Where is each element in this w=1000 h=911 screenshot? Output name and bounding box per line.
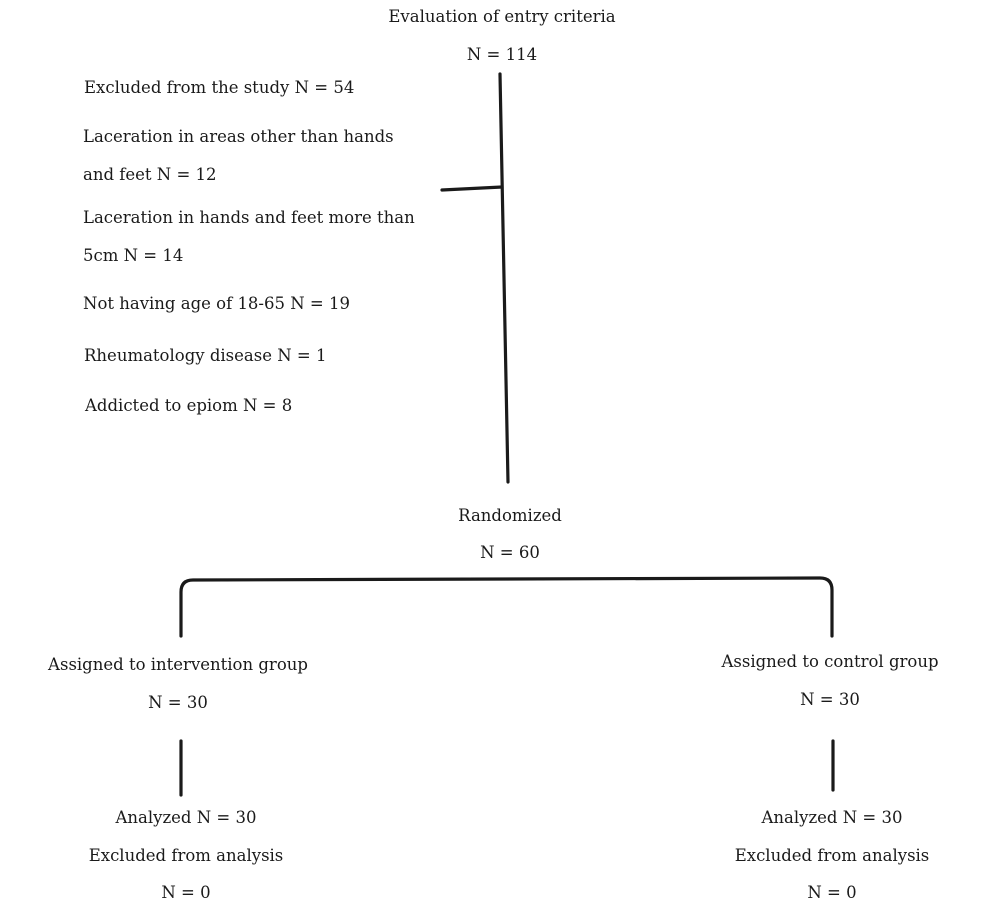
exclusion-item: 5cm N = 14 bbox=[83, 246, 184, 265]
exclusion-item: Not having age of 18-65 N = 19 bbox=[83, 294, 350, 313]
exclusion-branch-connector bbox=[440, 185, 504, 192]
exclusion-item: Rheumatology disease N = 1 bbox=[84, 346, 327, 365]
intervention-group-title: Assigned to intervention group bbox=[48, 655, 308, 674]
exclusion-item: and feet N = 12 bbox=[83, 165, 217, 184]
exclusion-item: Laceration in hands and feet more than bbox=[83, 208, 415, 227]
control-excluded-label: Excluded from analysis bbox=[734, 846, 930, 865]
intervention-group-count: N = 30 bbox=[148, 693, 208, 712]
intervention-excluded-count: N = 0 bbox=[161, 883, 211, 902]
exclusion-item: Laceration in areas other than hands bbox=[83, 127, 394, 146]
control-group-count: N = 30 bbox=[800, 690, 860, 709]
randomized-title: Randomized bbox=[458, 506, 562, 525]
intervention-excluded-label: Excluded from analysis bbox=[88, 846, 284, 865]
control-excluded-count: N = 0 bbox=[807, 883, 857, 902]
main-vertical-connector bbox=[498, 72, 510, 484]
randomized-count: N = 60 bbox=[480, 543, 540, 562]
entry-criteria-count: N = 114 bbox=[466, 45, 538, 64]
randomization-split-bracket bbox=[179, 576, 834, 638]
control-analyzed: Analyzed N = 30 bbox=[761, 808, 903, 827]
intervention-analyzed: Analyzed N = 30 bbox=[115, 808, 257, 827]
entry-criteria-title: Evaluation of entry criteria bbox=[388, 7, 616, 26]
exclusion-header: Excluded from the study N = 54 bbox=[84, 78, 355, 97]
exclusion-item: Addicted to epiom N = 8 bbox=[85, 396, 293, 415]
control-group-title: Assigned to control group bbox=[721, 652, 939, 671]
